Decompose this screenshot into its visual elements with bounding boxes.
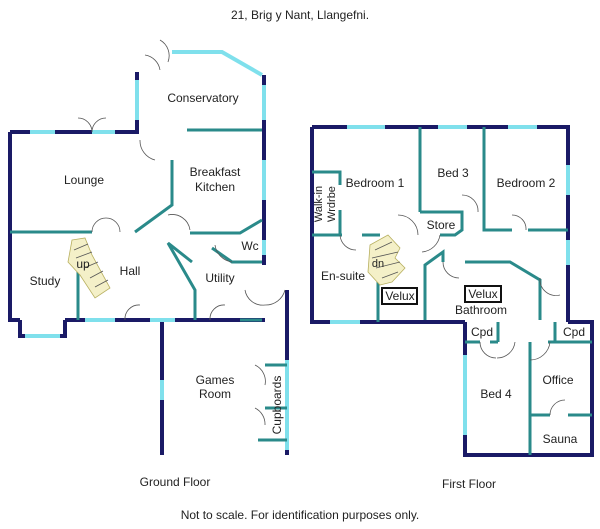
room-label-en-suite: En-suite	[321, 269, 365, 283]
room-label-bed-4: Bed 4	[480, 387, 512, 401]
room-label-sauna: Sauna	[543, 432, 578, 446]
first-floor-label: First Floor	[442, 477, 496, 491]
room-label-bed-3: Bed 3	[437, 166, 469, 180]
room-label-breakfast: Breakfast	[190, 165, 241, 179]
room-label-bedroom-1: Bedroom 1	[346, 176, 405, 190]
room-label-cpd-2: Cpd	[563, 325, 585, 339]
room-label-conservatory: Conservatory	[167, 91, 238, 105]
velux-label-1: Velux	[385, 289, 414, 303]
velux-label-2: Velux	[468, 287, 497, 301]
first-floor-plan: Bedroom 1 Bed 3 Bedroom 2 Walk-in Wrdrbe…	[310, 125, 594, 491]
room-label-utility: Utility	[205, 271, 234, 285]
disclaimer: Not to scale. For identification purpose…	[180, 508, 420, 522]
ground-floor-label: Ground Floor	[140, 475, 211, 489]
room-label-games: Games	[196, 373, 235, 387]
room-label-bathroom: Bathroom	[455, 303, 507, 317]
room-label-kitchen: Kitchen	[195, 180, 235, 194]
room-label-cpd-1: Cpd	[471, 325, 493, 339]
room-label-store: Store	[427, 218, 456, 232]
stairs-up-label: up	[76, 257, 90, 271]
room-label-bedroom-2: Bedroom 2	[497, 176, 556, 190]
room-label-lounge: Lounge	[64, 173, 104, 187]
property-title: 21, Brig y Nant, Llangefni.	[230, 8, 370, 22]
velux-window-1	[381, 287, 418, 305]
room-label-study: Study	[30, 274, 61, 288]
room-label-wrdrbe: Wrdrbe	[326, 186, 338, 222]
ground-floor-plan: Conservatory Lounge Breakfast Kitchen Wc…	[8, 39, 289, 489]
stairs-down-label: dn	[372, 258, 384, 270]
room-label-room: Room	[199, 387, 231, 401]
room-label-cupboards: Cupboards	[270, 376, 284, 435]
room-label-hall: Hall	[120, 264, 141, 278]
staircase-down	[367, 234, 406, 286]
room-label-office: Office	[542, 373, 573, 387]
room-label-wc: Wc	[241, 239, 258, 253]
staircase-up	[67, 237, 111, 299]
velux-window-2	[464, 285, 502, 303]
room-label-walk-in: Walk-in	[313, 186, 325, 222]
